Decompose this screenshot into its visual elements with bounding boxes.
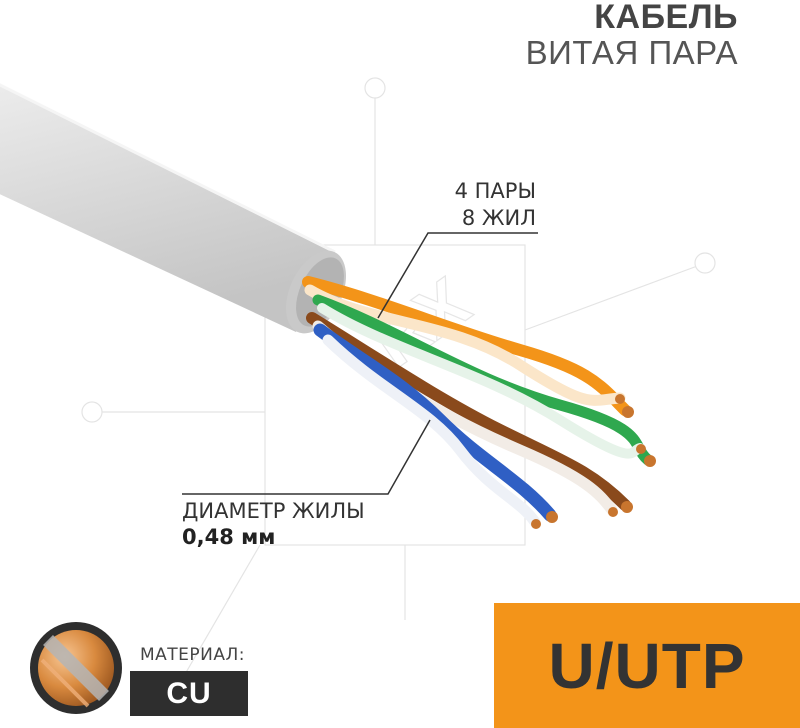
- wire-blue: [313, 323, 557, 522]
- cable-type-badge: U/UTP: [494, 603, 800, 728]
- wire-green-white: [317, 303, 645, 459]
- diameter-callout: ДИАМЕТР ЖИЛЫ 0,48 мм: [182, 498, 365, 550]
- diameter-label: ДИАМЕТР ЖИЛЫ: [182, 499, 365, 523]
- copper-swatch: [30, 622, 122, 714]
- heading-title: КАБЕЛЬ: [594, 0, 738, 36]
- wire-brown: [306, 312, 631, 511]
- cable-jacket: [0, 83, 347, 334]
- wires-count: 8 ЖИЛ: [461, 206, 536, 230]
- wire-orange: [302, 276, 631, 416]
- wire-green: [312, 294, 654, 466]
- heading-subtitle: ВИТАЯ ПАРА: [525, 34, 738, 71]
- twisted-pairs: [302, 276, 654, 528]
- pairs-callout: 4 ПАРЫ 8 ЖИЛ: [455, 178, 536, 232]
- material-label: МАТЕРИАЛ:: [140, 645, 246, 665]
- pairs-count: 4 ПАРЫ: [454, 179, 536, 203]
- copper-tips: [531, 394, 656, 529]
- pairs-leader-line: [377, 232, 538, 319]
- product-heading: КАБЕЛЬ ВИТАЯ ПАРА: [526, 0, 738, 72]
- diameter-leader-line: [182, 419, 431, 495]
- wire-orange-white: [304, 284, 626, 406]
- diameter-value: 0,48 мм: [182, 525, 276, 549]
- material-badge: CU: [130, 671, 248, 716]
- wire-blue-white: [322, 334, 541, 528]
